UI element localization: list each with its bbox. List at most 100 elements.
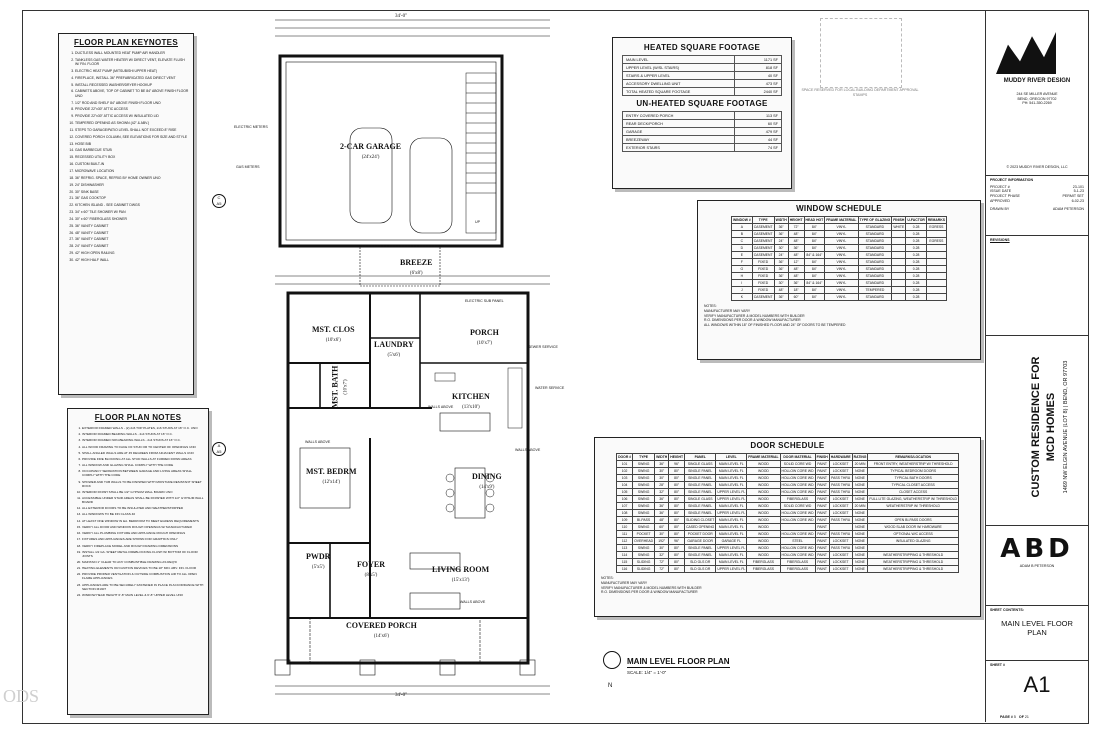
table-cell: PASS THRU	[828, 516, 853, 524]
table-cell: SLIDING CLOSET	[684, 516, 717, 524]
table-cell: SLIDING	[632, 558, 656, 566]
table-cell: MAIN LEVEL	[622, 55, 735, 64]
table-cell: 0.28	[905, 230, 927, 238]
table-cell: I	[731, 279, 753, 287]
table-row: UPPER LEVEL (W/SL STAIRS)818 SF	[622, 63, 782, 72]
table-cell: 103	[616, 474, 634, 482]
table-cell: MAIN LEVEL FL	[715, 523, 748, 531]
table-cell: NONE	[851, 509, 869, 517]
table-cell: GARAGE FL	[715, 537, 748, 545]
table-cell: NONE	[851, 537, 869, 545]
table-cell: NONE	[851, 530, 869, 538]
table-cell: UPPER LEVEL FL	[715, 509, 748, 517]
list-item: 42" HIGH HALF WALL	[75, 258, 189, 262]
list-item: ALL WOOD FRAMING TO FACE OF STUD OR TO C…	[82, 445, 204, 449]
column-header: HEIGHT	[787, 216, 805, 224]
notes-panel: FLOOR PLAN NOTES EXTERIOR FRAMED WALLS -…	[67, 408, 209, 715]
list-item: ACCESSIBLE UNDER STAIR AREAS SHALL BE FI…	[82, 496, 204, 504]
keynotes-title: FLOOR PLAN KEYNOTES	[74, 38, 178, 47]
table-cell: 80"	[668, 481, 686, 489]
table-cell: E	[731, 251, 753, 259]
designer-name: ADAM B PETERSON	[1019, 564, 1055, 568]
table-cell	[867, 509, 959, 517]
column-header: TYPE	[632, 453, 656, 461]
table-cell	[891, 265, 907, 273]
table-cell: WOOD	[746, 467, 781, 475]
table-cell: PAINT	[814, 544, 830, 552]
table-cell: PAINT	[814, 537, 830, 545]
table-cell: PAINT	[814, 558, 830, 566]
table-cell: SINGLE PANEL	[684, 474, 717, 482]
table-cell: 116	[616, 565, 634, 573]
list-item: 42" HIGH OPEN RAILING	[75, 251, 189, 255]
table-cell: 36"	[787, 244, 805, 252]
table-cell: LOCKSET	[828, 467, 853, 475]
table-cell: 84"	[803, 293, 826, 301]
keynotes-panel: FLOOR PLAN KEYNOTES DUCTLESS WALL MOUNTE…	[58, 33, 194, 395]
list-item: HOSE BIB	[75, 142, 189, 146]
bottom-dimension: 34'-0"	[395, 693, 408, 698]
table-cell: FIXED	[751, 286, 775, 294]
table-cell: F	[731, 258, 753, 266]
table-cell: SINGLE PANEL	[684, 551, 717, 559]
table-cell: WOOD	[746, 495, 781, 503]
table-cell	[891, 244, 907, 252]
table-cell: 36"	[773, 272, 789, 280]
project-name-line-2: MCD HOMES	[1045, 392, 1057, 462]
floor-plan-drawing	[274, 19, 550, 695]
table-cell: PAINT	[814, 488, 830, 496]
table-cell: 80"	[668, 530, 686, 538]
table-cell: 44 SF	[734, 135, 782, 144]
table-cell: HOLLOW CORE WD	[779, 544, 816, 552]
table-cell: REAR DECK/PORCH	[622, 119, 735, 128]
list-item: KITCHEN ISLAND - SEE CABINET DWGS	[75, 203, 189, 207]
list-item: VERIFY ALL DOOR AND WINDOW ROUGH OPENING…	[82, 525, 204, 529]
list-item: RECESSED UTILITY BOX	[75, 155, 189, 159]
table-cell: SWING	[632, 467, 656, 475]
table-cell: BI-PASS	[632, 516, 656, 524]
schedule-note: ALL WINDOWS WITHIN 18" OF FINISHED FLOOR…	[704, 323, 846, 328]
title-block: MUDDY RIVER DESIGN 244 SE MILLER AVENUE …	[985, 10, 1088, 722]
list-item: MICROWAVE LOCATION	[75, 169, 189, 173]
table-cell: SLD GLS DR	[684, 565, 717, 573]
list-item: VERIFY ALL PLUMBING FIXTURE AND APPLIANC…	[82, 531, 204, 535]
table-cell: SINGLE PANEL	[684, 544, 717, 552]
schedule-note: R.O. DIMENSIONS PER DOOR & WINDOW MANUFA…	[601, 590, 698, 595]
table-cell: 473 SF	[734, 79, 782, 88]
table-cell	[925, 230, 947, 238]
table-cell: 80"	[668, 474, 686, 482]
table-cell: 48"	[787, 230, 805, 238]
table-cell: HOLLOW CORE WD	[779, 551, 816, 559]
table-cell: WOOD	[746, 537, 781, 545]
table-cell: 0.28	[905, 244, 927, 252]
list-item: PROVIDE 22"x30" ATTIC ACCESS W/ INSULATE…	[75, 114, 189, 118]
designer-logo-section: ABD ADAM B PETERSON	[986, 525, 1088, 606]
keynotes-list: DUCTLESS WALL MOUNTED HEAT PUMP AIR HAND…	[59, 51, 193, 262]
table-cell: NONE	[851, 565, 869, 573]
list-item: AT LEAST ONE WINDOW IN EA. BEDROOM TO ME…	[82, 519, 204, 523]
table-cell: 113	[616, 544, 634, 552]
table-cell: K	[731, 293, 753, 301]
table-cell: 36"	[773, 258, 789, 266]
table-cell: 32"	[654, 488, 670, 496]
sheet-number: A1	[1023, 671, 1051, 697]
table-cell	[891, 293, 907, 301]
table-cell: 0.28	[905, 272, 927, 280]
table-cell: WOOD	[746, 502, 781, 510]
table-cell: PASS THRU	[828, 474, 853, 482]
list-item: 36" REFRIG. SPACE, REFRIG BY HOME OWNER …	[75, 176, 189, 180]
table-cell: MAIN LEVEL FL	[715, 551, 748, 559]
list-item: 1/2" ROD AND SHELF 84" ABOVE FINISH FLOO…	[75, 101, 189, 105]
heated-sqft-title: HEATED SQUARE FOOTAGE	[643, 43, 761, 52]
table-cell: 72"	[654, 558, 670, 566]
table-cell: 84"	[803, 272, 826, 280]
list-item: COVERED PORCH COLUMN, SEE ELEVATIONS FOR…	[75, 135, 189, 139]
table-cell: TYPICAL BEDROOM DOORS	[867, 467, 959, 475]
